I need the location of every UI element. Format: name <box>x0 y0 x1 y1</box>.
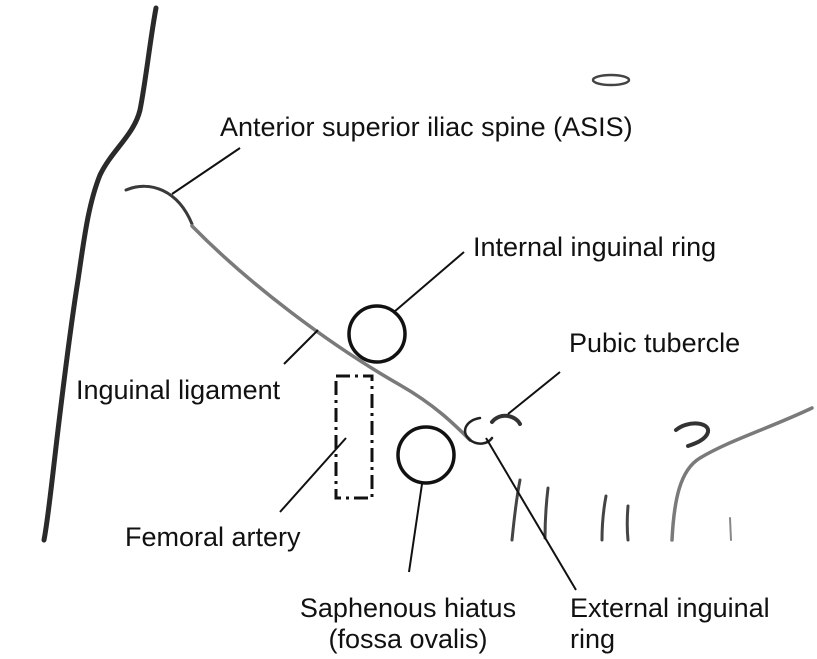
pubic-tubercle-mark <box>490 413 522 426</box>
label-asis: Anterior superior iliac spine (ASIS) <box>220 112 633 142</box>
label-saphenous-hiatus-line2: (fossa ovalis) <box>328 624 488 654</box>
label-femoral-artery: Femoral artery <box>125 522 301 552</box>
label-external-inguinal-ring: External inguinal ring <box>570 593 770 655</box>
label-saphenous-hiatus: Saphenous hiatus (fossa ovalis) <box>288 593 528 655</box>
crease-1 <box>510 478 522 542</box>
internal-ring-circle <box>347 304 407 364</box>
right-contour <box>670 406 814 542</box>
crease-3 <box>600 494 608 542</box>
crease-2 <box>543 486 550 540</box>
saphenous-hiatus-circle <box>396 425 456 485</box>
navel-mark <box>591 73 631 87</box>
label-inguinal-ligament: Inguinal ligament <box>76 375 281 405</box>
crease-4 <box>625 504 630 542</box>
genital-mark <box>674 421 710 448</box>
leader-femoral-artery <box>279 437 347 513</box>
body-contour <box>41 5 159 543</box>
label-internal-inguinal-ring: Internal inguinal ring <box>473 232 717 262</box>
femoral-artery-box <box>334 374 374 500</box>
leader-external-ring <box>485 437 577 591</box>
inguinal-ligament-line <box>190 224 472 442</box>
label-pubic-tubercle: Pubic tubercle <box>569 328 741 358</box>
crease-5 <box>729 517 732 541</box>
leader-saphenous-hiatus <box>408 483 423 573</box>
leader-asis <box>171 147 241 195</box>
leader-internal-ring <box>393 251 465 313</box>
external-ring-curl <box>463 416 494 445</box>
leader-inguinal-ligament <box>283 329 319 365</box>
leader-pubic-tubercle <box>507 371 561 415</box>
label-saphenous-hiatus-line1: Saphenous hiatus <box>299 593 517 623</box>
label-external-ring-line1: External inguinal <box>570 593 770 623</box>
asis-curve <box>124 184 194 226</box>
label-external-ring-line2: ring <box>570 624 616 654</box>
